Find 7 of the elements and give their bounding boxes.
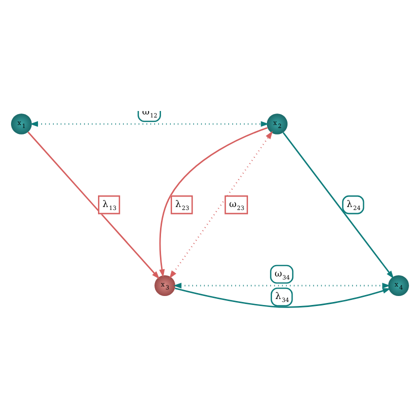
edge-label: λ$_{13}$ xyxy=(102,199,116,212)
edge-label: λ$_{24}$ xyxy=(346,199,361,212)
edge-label: λ$_{34}$ xyxy=(275,292,290,304)
edge-label: ω$_{34}$ xyxy=(274,268,290,281)
edge-label: λ$_{23}$ xyxy=(175,199,190,212)
edge-label: ω$_{12}$ xyxy=(142,107,158,120)
edge-label: ω$_{23}$ xyxy=(229,199,244,212)
